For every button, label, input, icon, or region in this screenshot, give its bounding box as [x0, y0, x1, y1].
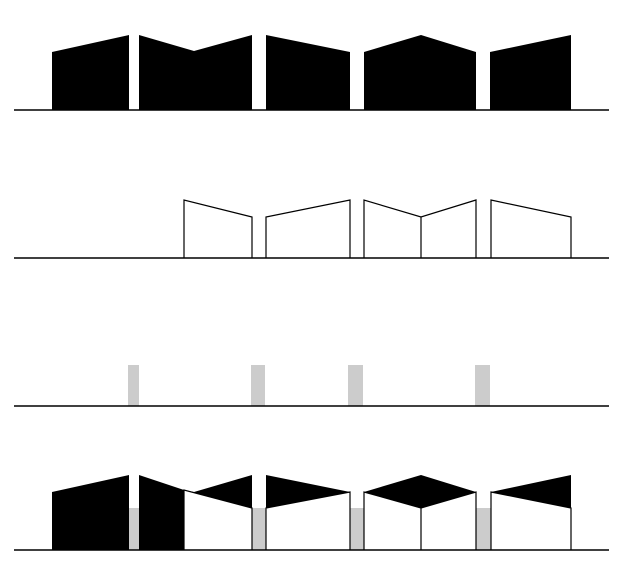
row-gap-bars: [14, 365, 609, 407]
solid-building-3: [266, 35, 350, 110]
composite-outline-1: [183, 489, 253, 550]
gap-bar-4: [475, 365, 490, 406]
composite-solid-1: [52, 475, 129, 550]
composite-gap-bar-4: [476, 508, 491, 550]
solid-building-1: [52, 35, 129, 110]
composite-solid-2: [139, 475, 184, 550]
row-composite: [14, 475, 609, 551]
solid-building-5: [490, 35, 571, 110]
composite-gap-bar-3: [350, 508, 364, 550]
row-solid-buildings: [14, 35, 609, 111]
outline-building-4: [490, 199, 572, 258]
solid-building-4: [364, 35, 476, 110]
composite-gap-bar-1: [129, 508, 139, 550]
outline-building-3: [363, 199, 477, 258]
solid-building-2: [139, 35, 252, 110]
gap-bar-1: [128, 365, 139, 406]
gap-bar-3: [348, 365, 363, 406]
gap-bar-2: [251, 365, 265, 406]
composite-outline-2: [265, 491, 351, 550]
outline-building-1: [183, 199, 253, 258]
row-outline-buildings: [14, 199, 609, 259]
composite-outline-4: [490, 491, 572, 550]
outline-building-2: [265, 199, 351, 258]
composite-roof-4: [364, 475, 476, 508]
composite-roof-5: [491, 475, 571, 508]
composite-roof-3: [266, 475, 350, 508]
composite-roof-2: [184, 475, 252, 508]
composite-gap-bar-2: [252, 508, 266, 550]
